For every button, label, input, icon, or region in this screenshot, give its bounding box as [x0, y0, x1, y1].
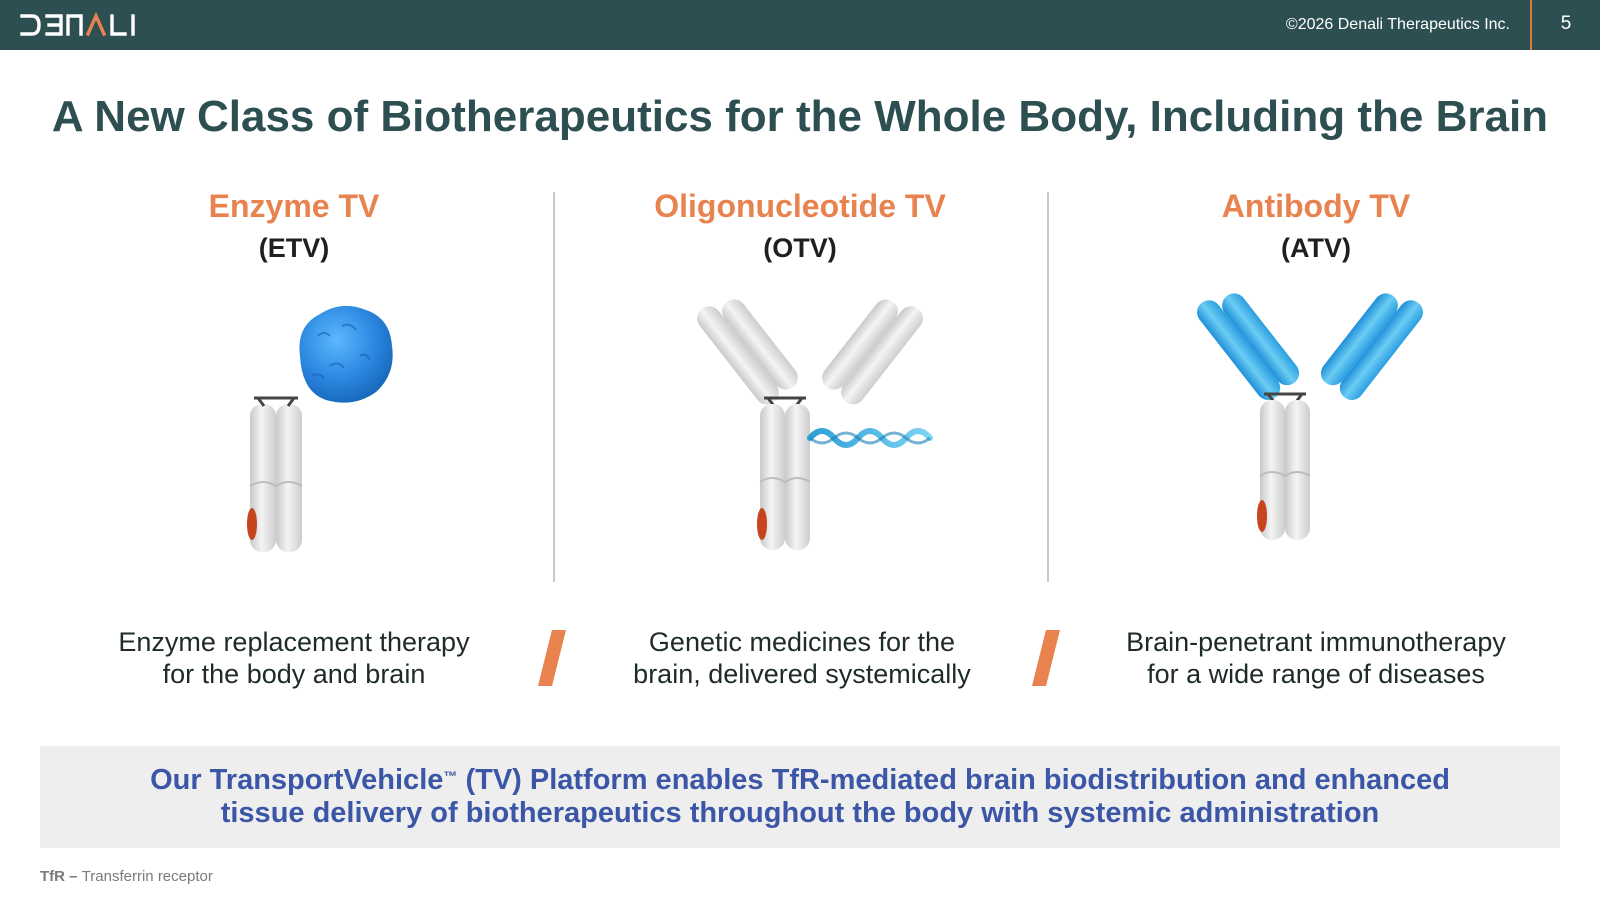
- column-etv-name: Enzyme TV: [208, 188, 380, 224]
- column-otv-heading: Oligonucleotide TV (OTV): [550, 188, 1050, 264]
- column-atv-description: Brain-penetrant immunotherapy for a wide…: [1096, 626, 1536, 690]
- header-bar: ©2026 Denali Therapeutics Inc. 5: [0, 0, 1600, 50]
- column-atv-abbr: (ATV): [1281, 233, 1351, 263]
- page-number: 5: [1560, 13, 1572, 34]
- banner-line-1-start: Our TransportVehicle: [150, 764, 444, 796]
- footnote-dash: –: [65, 868, 82, 885]
- column-atv-name: Antibody TV: [1221, 188, 1411, 224]
- denali-logo: [20, 12, 135, 37]
- column-atv-heading: Antibody TV (ATV): [1066, 188, 1566, 264]
- trademark-symbol: ™: [443, 768, 458, 784]
- column-otv-description-line2: brain, delivered systemically: [633, 659, 971, 689]
- column-otv-description-line1: Genetic medicines for the: [648, 627, 956, 657]
- column-otv-description: Genetic medicines for the brain, deliver…: [582, 626, 1022, 690]
- column-etv-abbr: (ETV): [258, 233, 330, 263]
- antibody-transport-vehicle-icon: [1197, 293, 1423, 540]
- slide-title: A New Class of Biotherapeutics for the W…: [51, 92, 1549, 141]
- column-atv-description-line2: for a wide range of diseases: [1147, 659, 1485, 689]
- footnote: TfR – Transferrin receptor: [40, 868, 213, 885]
- header-divider: [1530, 0, 1532, 50]
- banner-line-1-end: (TV) Platform enables TfR-mediated brain…: [457, 764, 1450, 796]
- oligonucleotide-transport-vehicle-icon: [697, 299, 933, 550]
- copyright-text: ©2026 Denali Therapeutics Inc.: [1285, 16, 1510, 33]
- footnote-definition: Transferrin receptor: [81, 868, 213, 885]
- platform-banner: Our TransportVehicle™ (TV) Platform enab…: [40, 746, 1560, 848]
- banner-line-2: tissue delivery of biotherapeutics throu…: [220, 797, 1380, 829]
- column-divider-2: [1047, 192, 1049, 582]
- column-divider-1: [553, 192, 555, 582]
- column-otv-abbr: (OTV): [763, 233, 837, 263]
- slash-divider-1: [538, 630, 566, 686]
- column-etv-description: Enzyme replacement therapy for the body …: [74, 626, 514, 690]
- footnote-term: TfR: [40, 868, 65, 885]
- platform-banner-text: Our TransportVehicle™ (TV) Platform enab…: [40, 764, 1560, 830]
- column-etv-description-line1: Enzyme replacement therapy: [118, 627, 470, 657]
- banner-line-1: Our TransportVehicle™ (TV) Platform enab…: [40, 764, 1560, 797]
- column-otv-name: Oligonucleotide TV: [654, 188, 946, 224]
- slash-divider-2: [1032, 630, 1060, 686]
- enzyme-transport-vehicle-icon: [247, 305, 393, 552]
- column-etv-description-line2: for the body and brain: [162, 659, 426, 689]
- column-atv-description-line1: Brain-penetrant immunotherapy: [1126, 627, 1506, 657]
- column-etv-heading: Enzyme TV (ETV): [44, 188, 544, 264]
